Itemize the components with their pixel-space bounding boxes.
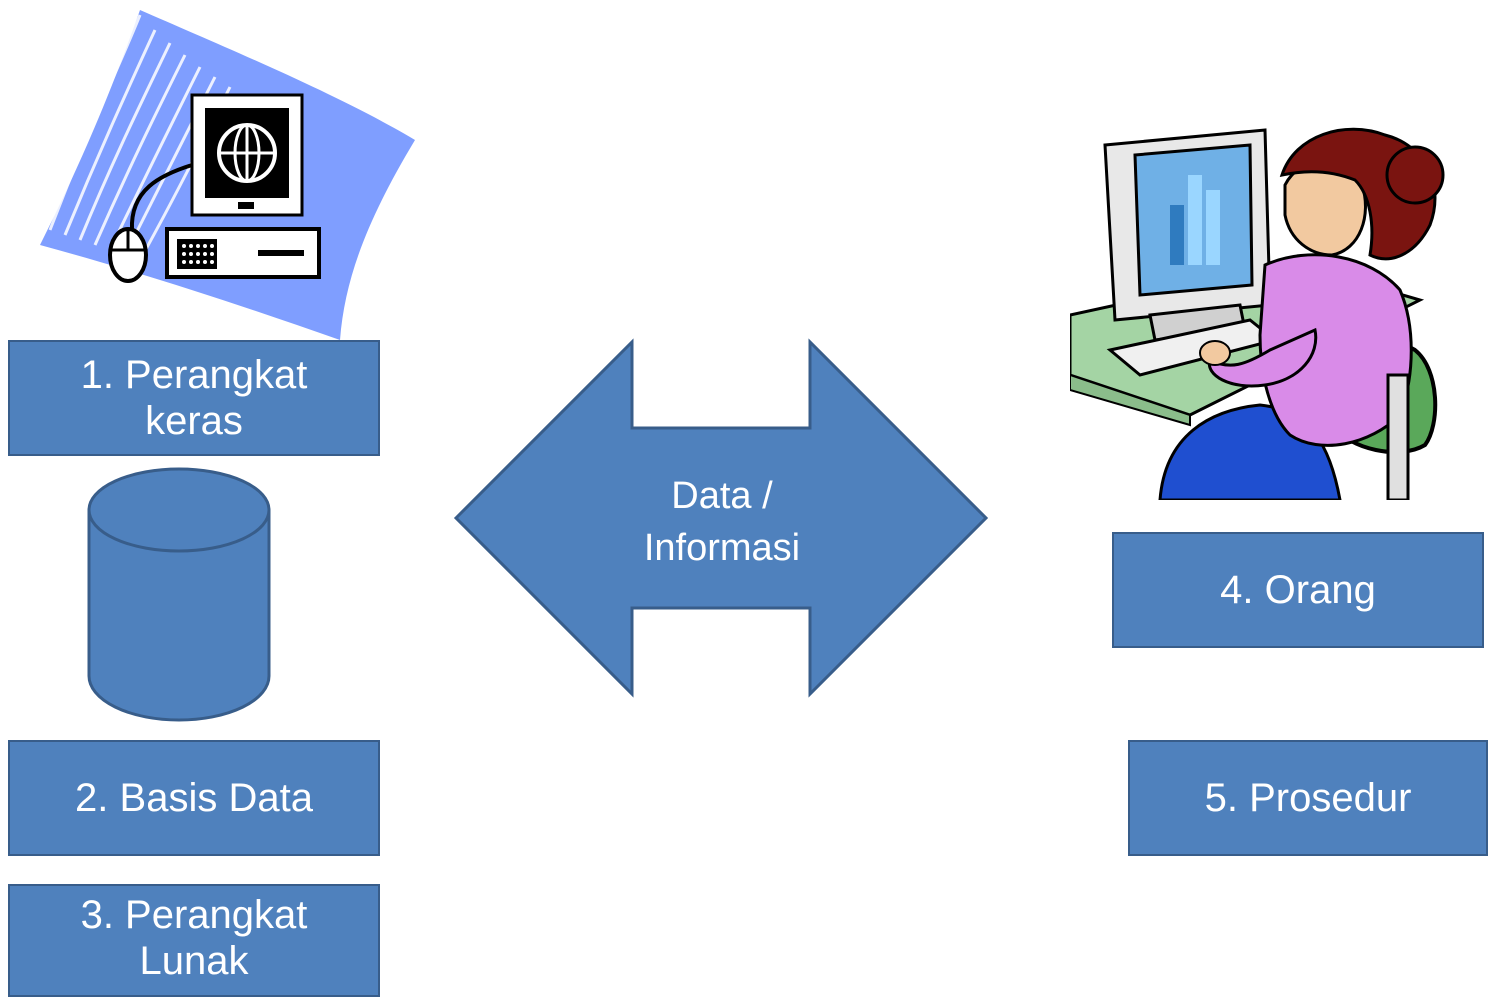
double-arrow-icon xyxy=(453,338,989,698)
computer-globe-icon xyxy=(40,10,415,340)
software-box: 3. Perangkat Lunak xyxy=(8,884,380,997)
procedure-box: 5. Prosedur xyxy=(1128,740,1488,856)
arrow-label-line2: Informasi xyxy=(643,527,801,569)
database-box: 2. Basis Data xyxy=(8,740,380,856)
hardware-box: 1. Perangkat keras xyxy=(8,340,380,456)
woman-at-computer-icon xyxy=(1070,127,1445,500)
people-label: 4. Orang xyxy=(1220,568,1376,612)
procedure-label: 5. Prosedur xyxy=(1204,776,1412,820)
arrow-label-line1: Data / xyxy=(671,475,773,517)
software-label: 3. Perangkat Lunak xyxy=(80,893,308,983)
hardware-label: 1. Perangkat keras xyxy=(80,353,308,443)
arrow-label: Data / Informasi xyxy=(600,470,844,574)
people-box: 4. Orang xyxy=(1112,532,1484,648)
cylinder-icon xyxy=(87,467,271,722)
database-label: 2. Basis Data xyxy=(75,776,313,820)
